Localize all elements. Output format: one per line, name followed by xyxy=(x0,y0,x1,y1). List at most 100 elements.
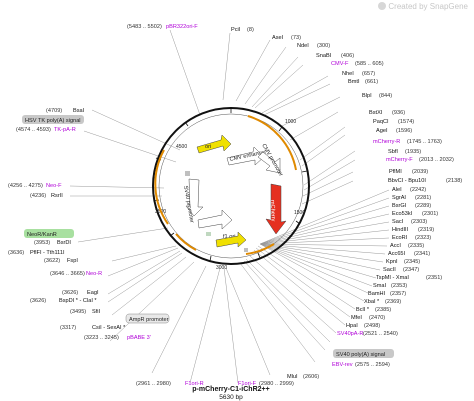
site-hpai: HpaI xyxy=(346,323,358,329)
site-position: (1935) xyxy=(405,149,421,155)
site-position: (2335) xyxy=(408,243,424,249)
sv40-polya-box xyxy=(333,349,394,358)
site-position: (2289) xyxy=(415,203,431,209)
site-eco53ki: Eco53kI xyxy=(392,211,413,217)
primer-position: (2013 .. 2032) xyxy=(419,157,454,163)
primer-pbr322ori-f: pBR322ori-F xyxy=(166,24,198,30)
plasmid-size: 5630 bp xyxy=(219,394,243,401)
site-fspi: FspI xyxy=(67,258,78,264)
primer-position: (1745 .. 1763) xyxy=(407,139,442,145)
tick-label: 3000 xyxy=(216,265,227,271)
site-bcli: BclI * xyxy=(356,307,370,313)
plasmid-name: p-mCherry-C1-iChR2++ xyxy=(192,386,269,393)
cmv-enhancer-feature xyxy=(226,146,265,166)
site-position: (2369) xyxy=(385,299,401,305)
site-position: (2341) xyxy=(414,251,430,257)
primer-position: (4256 .. 4275) xyxy=(8,183,43,189)
primer-mcherry-f: mCherry-F xyxy=(386,157,413,163)
site-position: (2606) xyxy=(303,374,319,380)
hsv-tk-polya-label: HSV TK poly(A) signal xyxy=(25,118,81,124)
site-sfii: SfiI xyxy=(92,309,101,315)
grey-block xyxy=(206,232,211,236)
tick-label: 1000 xyxy=(285,119,296,125)
site-position: (2385) xyxy=(375,307,391,313)
neor-kanr-box xyxy=(24,229,74,238)
site-position: (2281) xyxy=(415,195,431,201)
site-rsrii: RsrII xyxy=(51,193,63,199)
site-position: (73) xyxy=(291,35,301,41)
site-acc65i: Acc65I xyxy=(388,251,406,257)
site-smai: SmaI xyxy=(373,283,387,289)
site-position: (3626) xyxy=(62,290,78,296)
primer-position: (2575 .. 2594) xyxy=(355,362,390,368)
snapgene-watermark: Created by SnapGene xyxy=(378,2,468,11)
site-csii-sexai: CsiI - SexAI * xyxy=(92,325,126,331)
site-position: (2242) xyxy=(410,187,426,193)
site-ecori: EcoRI xyxy=(392,235,408,241)
f1-ori-feature xyxy=(197,209,233,230)
site-bmti: BmtI xyxy=(348,79,360,85)
site-position: (844) xyxy=(379,93,392,99)
yellow-feature-arrow xyxy=(215,231,247,248)
site-bspdi-clai: BspDI * - ClaI * xyxy=(59,298,97,304)
site-tspmi-xmai: TspMI - XmaI xyxy=(376,275,409,281)
mcherry-feature xyxy=(265,183,287,235)
site-position: (2345) xyxy=(404,259,420,265)
site-position: (2303) xyxy=(411,219,427,225)
primer-neo-r: Neo-R xyxy=(86,271,102,277)
site-bstxi: BstXI xyxy=(369,110,383,116)
grey-block xyxy=(244,248,248,252)
site-position: (2470) xyxy=(369,315,385,321)
site-acci: AccI xyxy=(390,243,401,249)
site-agei: AgeI xyxy=(376,128,388,134)
cmv-promoter-feature xyxy=(257,151,281,174)
site-mlui: MluI xyxy=(287,374,298,380)
mcherry-label: mCherry xyxy=(269,200,276,222)
site-saci: SacI xyxy=(392,219,404,225)
primer-mcherry-r: mCherry-R xyxy=(373,139,400,145)
site-blpi: BlpI xyxy=(362,93,372,99)
ori-feature xyxy=(196,134,232,154)
site-position: (3317) xyxy=(60,325,76,331)
site-xbai: XbaI * xyxy=(364,299,380,305)
site-pflfi-tth111i: PflFI - Tth111I xyxy=(30,250,65,256)
site-bsrdi: BsrDI xyxy=(57,240,71,246)
primer-position: (2980 .. 2999) xyxy=(259,381,294,387)
sv40-promoter-feature xyxy=(185,178,204,217)
site-nhei: NheI xyxy=(342,71,354,77)
site-position: (3636) xyxy=(8,250,24,256)
site-ndei: NdeI xyxy=(297,43,309,49)
site-position: (2351) xyxy=(426,275,442,281)
tick-label: 4500 xyxy=(176,144,187,150)
site-position: (2357) xyxy=(390,291,406,297)
site-position: (2323) xyxy=(415,235,431,241)
feature-arcs xyxy=(154,115,297,255)
primer-sv40pa-r: SV40pA-R xyxy=(337,331,363,337)
site-bbvci-bpu10i: BbvCI - Bpu10I xyxy=(388,178,426,184)
leader-lines xyxy=(69,29,390,384)
primer-position: (3223 .. 3245) xyxy=(84,335,119,341)
site-asei: AseI xyxy=(272,35,284,41)
neor-kanr-label: NeoR/KanR xyxy=(27,232,57,238)
site-position: (1574) xyxy=(398,119,414,125)
site-sbfi: SbfI xyxy=(388,149,398,155)
site-paqci: PaqCI xyxy=(373,119,389,125)
site-position: (2353) xyxy=(391,283,407,289)
site-position: (3626) xyxy=(30,298,46,304)
primer-position: (4574 .. 4593) xyxy=(16,127,51,133)
site-position: (661) xyxy=(365,79,378,85)
site-position: (300) xyxy=(317,43,330,49)
site-snabi: SnaBI xyxy=(316,53,332,59)
ori-label: ori xyxy=(205,144,211,150)
site-alei: AleI xyxy=(392,187,402,193)
site-mfei: MfeI xyxy=(351,315,362,321)
site-position: (3953) xyxy=(34,240,50,246)
grey-block xyxy=(185,171,190,176)
site-position: (1596) xyxy=(396,128,412,134)
site-position: (4236) xyxy=(30,193,46,199)
site-position: (406) xyxy=(341,53,354,59)
site-bsai: BsaI xyxy=(73,108,85,114)
site-position: (3622) xyxy=(44,258,60,264)
primer-f1ori-r: F1ori-R xyxy=(185,381,204,387)
